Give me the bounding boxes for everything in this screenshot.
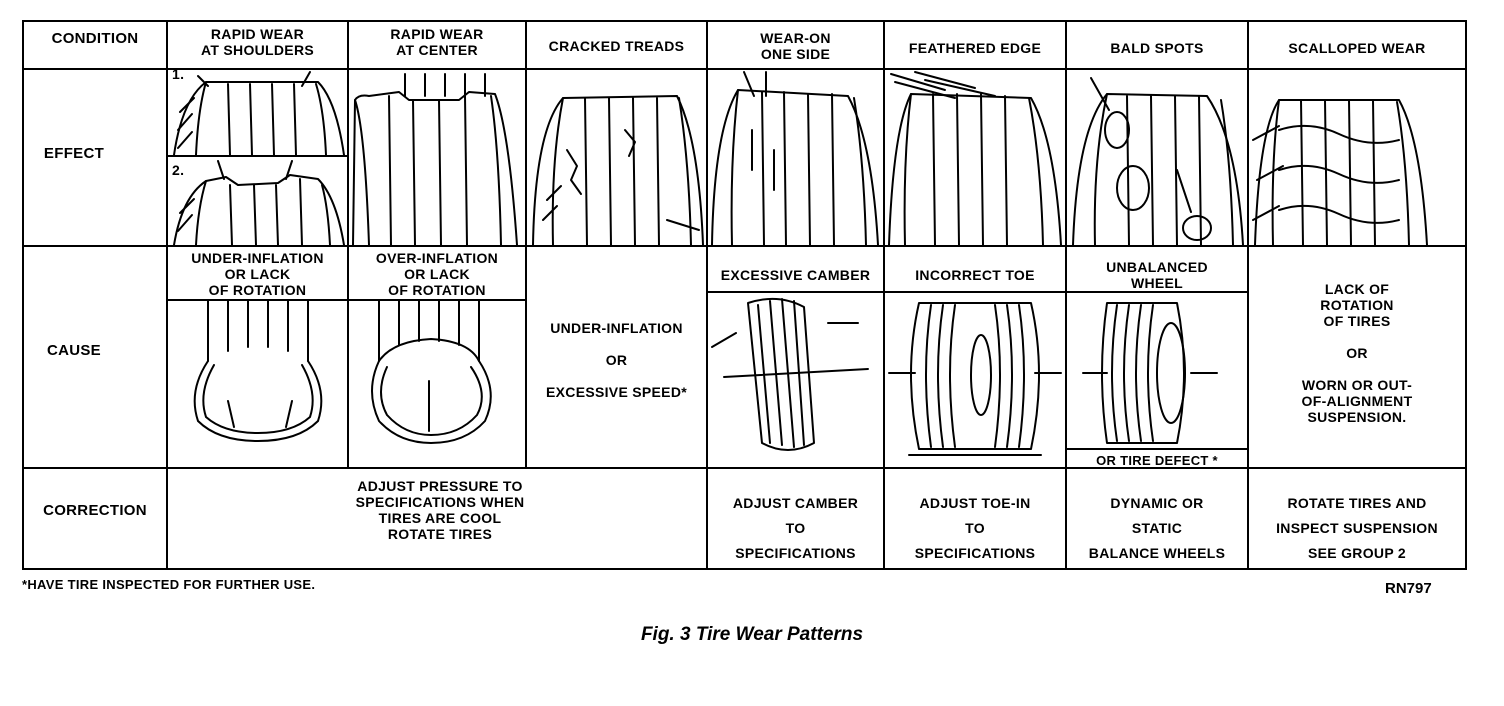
correction-pressure: ADJUST PRESSURE TO SPECIFICATIONS WHEN T… — [355, 478, 525, 542]
condition-scalloped: SCALLOPED WEAR — [1288, 40, 1426, 56]
cause-camber: EXCESSIVE CAMBER — [720, 267, 871, 283]
unbalanced-wheel-icon — [1082, 302, 1218, 444]
cause-under-inflation: UNDER-INFLATION OR LACK OF ROTATION — [191, 250, 324, 298]
cause-scalloped: LACK OF ROTATION OF TIRES OR WORN OR OUT… — [1301, 281, 1413, 425]
condition-shoulders: RAPID WEAR AT SHOULDERS — [200, 26, 314, 58]
shoulder-wear-tire-1-icon — [173, 71, 345, 156]
row-header-effect: EFFECT — [43, 145, 105, 162]
one-side-wear-tire-icon — [711, 71, 879, 246]
footnote: *HAVE TIRE INSPECTED FOR FURTHER USE. — [22, 577, 316, 592]
condition-center: RAPID WEAR AT CENTER — [390, 26, 484, 58]
effect-label-2: 2. — [172, 162, 185, 178]
condition-cracked: CRACKED TREADS — [548, 38, 685, 54]
center-wear-tire-icon — [352, 73, 518, 246]
condition-one-side: WEAR-ON ONE SIDE — [760, 30, 831, 62]
condition-bald: BALD SPOTS — [1110, 40, 1204, 56]
correction-toe: ADJUST TOE-IN TO SPECIFICATIONS — [914, 495, 1036, 561]
figure-caption: Fig. 3 Tire Wear Patterns — [640, 624, 864, 645]
cause-over-inflation: OVER-INFLATION OR LACK OF ROTATION — [375, 250, 499, 298]
cause-toe: INCORRECT TOE — [915, 267, 1035, 283]
correction-camber: ADJUST CAMBER TO SPECIFICATIONS — [732, 495, 859, 561]
condition-feathered: FEATHERED EDGE — [908, 40, 1042, 56]
toe-tire-icon — [888, 302, 1062, 456]
cracked-tread-tire-icon — [532, 95, 704, 246]
cause-unbalanced-footer: OR TIRE DEFECT * — [1096, 453, 1218, 468]
under-inflated-cross-section-icon — [193, 300, 323, 442]
cause-unbalanced: UNBALANCED WHEEL — [1106, 259, 1208, 291]
bald-spots-tire-icon — [1072, 77, 1244, 246]
row-header-correction: CORRECTION — [43, 502, 147, 519]
shoulder-wear-tire-2-icon — [173, 160, 345, 246]
feathered-edge-tire-icon — [888, 71, 1062, 246]
correction-rotate: ROTATE TIRES AND INSPECT SUSPENSION SEE … — [1276, 495, 1438, 561]
effect-label-1: 1. — [172, 66, 185, 82]
over-inflated-cross-section-icon — [371, 300, 492, 444]
scalloped-wear-tire-icon — [1252, 99, 1428, 246]
correction-balance: DYNAMIC OR STATIC BALANCE WHEELS — [1088, 495, 1226, 561]
row-header-condition: CONDITION — [51, 30, 139, 47]
cause-cracked: UNDER-INFLATION OR EXCESSIVE SPEED* — [546, 320, 687, 400]
row-header-cause: CAUSE — [46, 342, 101, 359]
figure-code: RN797 — [1385, 580, 1432, 597]
camber-tire-icon — [711, 297, 869, 451]
